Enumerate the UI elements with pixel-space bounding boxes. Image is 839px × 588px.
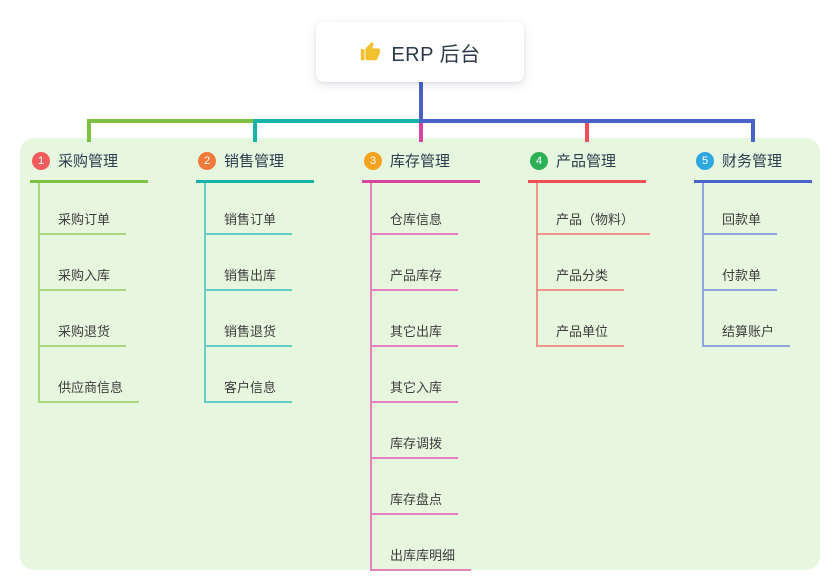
- branch-title-text: 库存管理: [390, 153, 451, 170]
- branch-node-label[interactable]: 4 产品管理: [528, 146, 646, 183]
- child-node[interactable]: 仓库信息: [372, 183, 459, 235]
- connector-line: [253, 119, 421, 123]
- branch-2: 2 销售管理销售订单销售出库销售退货客户信息: [196, 146, 314, 403]
- branch-title-text: 财务管理: [722, 153, 783, 170]
- branch-node-label[interactable]: 2 销售管理: [196, 146, 314, 183]
- child-node[interactable]: 产品分类: [538, 235, 625, 291]
- connector-line: [253, 119, 257, 142]
- child-node[interactable]: 结算账户: [704, 291, 791, 347]
- branch-children: 回款单付款单结算账户: [702, 183, 812, 347]
- child-node[interactable]: 产品库存: [372, 235, 459, 291]
- branch-node-label[interactable]: 5 财务管理: [694, 146, 812, 183]
- branch-children: 销售订单销售出库销售退货客户信息: [204, 183, 314, 403]
- child-node[interactable]: 销售出库: [206, 235, 293, 291]
- branch-number-badge: 3: [364, 151, 382, 170]
- connector-line: [751, 119, 755, 142]
- child-node[interactable]: 供应商信息: [40, 347, 140, 403]
- branch-3: 3 库存管理仓库信息产品库存其它出库其它入库库存调拨库存盘点出库库明细: [362, 146, 480, 571]
- thumbs-up-icon: [361, 41, 381, 61]
- branch-title-text: 销售管理: [224, 153, 285, 170]
- branch-children: 仓库信息产品库存其它出库其它入库库存调拨库存盘点出库库明细: [370, 183, 480, 571]
- child-node[interactable]: 回款单: [704, 183, 778, 235]
- child-node[interactable]: 库存盘点: [372, 459, 459, 515]
- branch-title-text: 采购管理: [58, 153, 119, 170]
- branch-children: 采购订单采购入库采购退货供应商信息: [38, 183, 148, 403]
- child-node[interactable]: 出库库明细: [372, 515, 472, 571]
- branch-node-label[interactable]: 3 库存管理: [362, 146, 480, 183]
- child-node[interactable]: 产品单位: [538, 291, 625, 347]
- branch-5: 5 财务管理回款单付款单结算账户: [694, 146, 812, 347]
- connector-line: [87, 119, 91, 142]
- root-node-title: ERP 后台: [391, 43, 481, 66]
- branch-1: 1 采购管理采购订单采购入库采购退货供应商信息: [30, 146, 148, 403]
- connector-line: [87, 119, 255, 123]
- child-node[interactable]: 付款单: [704, 235, 778, 291]
- child-node[interactable]: 库存调拨: [372, 403, 459, 459]
- child-node[interactable]: 采购订单: [40, 183, 127, 235]
- root-node[interactable]: ERP 后台: [316, 22, 524, 82]
- branch-node-label[interactable]: 1 采购管理: [30, 146, 148, 183]
- connector-line: [419, 119, 755, 123]
- child-node[interactable]: 产品（物料）: [538, 183, 651, 235]
- child-node[interactable]: 销售退货: [206, 291, 293, 347]
- child-node[interactable]: 客户信息: [206, 347, 293, 403]
- child-node[interactable]: 采购退货: [40, 291, 127, 347]
- branch-title-text: 产品管理: [556, 153, 617, 170]
- child-node[interactable]: 销售订单: [206, 183, 293, 235]
- branch-number-badge: 5: [696, 151, 714, 170]
- connector-line: [419, 119, 423, 142]
- child-node[interactable]: 其它入库: [372, 347, 459, 403]
- branch-number-badge: 2: [198, 151, 216, 170]
- connector-line: [419, 82, 423, 123]
- branches-background-panel: [20, 138, 820, 570]
- child-node[interactable]: 其它出库: [372, 291, 459, 347]
- connector-line: [585, 119, 589, 142]
- branch-number-badge: 4: [530, 151, 548, 170]
- child-node[interactable]: 采购入库: [40, 235, 127, 291]
- branch-4: 4 产品管理产品（物料）产品分类产品单位: [528, 146, 651, 347]
- branch-number-badge: 1: [32, 151, 50, 170]
- branch-children: 产品（物料）产品分类产品单位: [536, 183, 651, 347]
